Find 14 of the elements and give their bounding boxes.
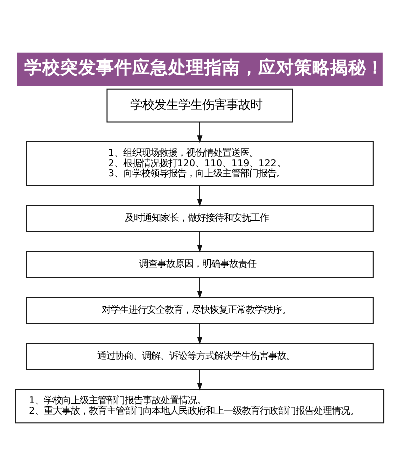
node-box: 对学生进行安全教育，尽快恢复正常教学秩序。 [26, 296, 374, 324]
diagram-title: 学校突发事件应急处理指南，应对策略揭秘！ [24, 58, 385, 78]
arrow [197, 370, 203, 391]
node-box: 通过协商、调解、诉讼等方式解决学生伤害事故。 [26, 342, 374, 370]
node-box: 1、组织现场救援，视伤情处置送医。 2、根据情况拨打120、110、119、122。 3、向学校领导报告，向上级主管部门报告。 [26, 141, 374, 186]
node-box: 及时通知家长，做好接待和安抚工作 [26, 204, 374, 232]
arrow [197, 324, 203, 345]
node-box: 学校发生学生伤害事故时 [106, 88, 294, 123]
node-box: 调查事故原因，明确事故责任 [26, 250, 374, 278]
arrow [197, 122, 203, 144]
arrow [197, 185, 203, 207]
arrow [197, 278, 203, 299]
arrow [197, 232, 203, 253]
node-box: 1、学校向上级主管部门报告事故处置情况。 2、重大事故，教育主管部门向本地人民政府和上一级教育行政部门报告处理情况。 [15, 388, 385, 424]
